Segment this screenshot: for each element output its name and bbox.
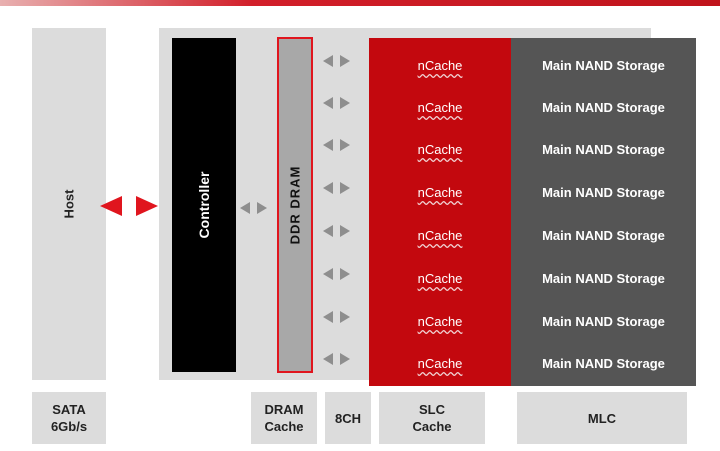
- channel-arrow-right-icon: [340, 311, 350, 323]
- host-arrow-right-icon: [136, 196, 158, 216]
- nand-storage-cell: Main NAND Storage: [542, 228, 665, 243]
- channel-arrow-right-icon: [340, 268, 350, 280]
- nand-storage-cell: Main NAND Storage: [542, 185, 665, 200]
- ncache-cell: nCache: [417, 271, 463, 286]
- channel-arrow-left-icon: [323, 182, 333, 194]
- channel-arrow-right-icon: [340, 55, 350, 67]
- channel-arrow-left-icon: [323, 311, 333, 323]
- nand-storage-cell: Main NAND Storage: [542, 100, 665, 115]
- channel-arrow-left-icon: [323, 97, 333, 109]
- nand-storage-cell: Main NAND Storage: [542, 314, 665, 329]
- channel-arrow-left-icon: [323, 268, 333, 280]
- sata-label-line-1: SATA: [52, 402, 86, 417]
- ncache-cell: nCache: [417, 58, 463, 73]
- host-label: Host: [61, 189, 77, 219]
- dram-label: DDR DRAM: [287, 165, 303, 245]
- bottom-label-dram-cache: DRAM Cache: [251, 392, 317, 444]
- channel-arrow-left-icon: [323, 55, 333, 67]
- controller-block: Controller: [172, 38, 236, 372]
- ncache-cell: nCache: [417, 185, 463, 200]
- top-accent-line: [0, 0, 720, 6]
- controller-dram-arrow-right-icon: [257, 202, 267, 214]
- slc-cache-label-line-1: SLC: [419, 402, 445, 417]
- nand-storage-cell: Main NAND Storage: [542, 271, 665, 286]
- bottom-label-mlc: MLC: [517, 392, 687, 444]
- nand-storage-cell: Main NAND Storage: [542, 142, 665, 157]
- nand-storage-cell: Main NAND Storage: [542, 58, 665, 73]
- channel-arrow-left-icon: [323, 139, 333, 151]
- bottom-label-channels: 8CH: [325, 392, 371, 444]
- mlc-storage-block: [511, 38, 696, 386]
- ncache-cell: nCache: [417, 142, 463, 157]
- dram-cache-label-line-2: Cache: [264, 419, 304, 434]
- ncache-cell: nCache: [417, 228, 463, 243]
- controller-dram-arrow-left-icon: [240, 202, 250, 214]
- channel-arrow-right-icon: [340, 353, 350, 365]
- channel-arrow-right-icon: [340, 182, 350, 194]
- bottom-label-sata: SATA 6Gb/s: [32, 392, 106, 444]
- ncache-cell: nCache: [417, 356, 463, 371]
- channel-arrow-left-icon: [323, 353, 333, 365]
- channels-label: 8CH: [334, 410, 361, 426]
- dram-cache-label-line-1: DRAM: [264, 402, 304, 417]
- ncache-cell: nCache: [417, 314, 463, 329]
- channel-arrow-right-icon: [340, 97, 350, 109]
- bottom-label-slc-cache: SLC Cache: [379, 392, 485, 444]
- mlc-label: MLC: [587, 410, 617, 426]
- host-arrow-left-icon: [100, 196, 122, 216]
- controller-label: Controller: [196, 171, 212, 239]
- sata-label-line-2: 6Gb/s: [50, 419, 88, 434]
- slc-cache-label-line-2: Cache: [412, 419, 452, 434]
- channel-arrow-right-icon: [340, 139, 350, 151]
- channel-arrow-right-icon: [340, 225, 350, 237]
- channel-arrow-left-icon: [323, 225, 333, 237]
- slc-cache-block: [369, 38, 511, 386]
- dram-block: DDR DRAM: [277, 37, 313, 373]
- ncache-cell: nCache: [417, 100, 463, 115]
- nand-storage-cell: Main NAND Storage: [542, 356, 665, 371]
- host-block: Host: [32, 28, 106, 380]
